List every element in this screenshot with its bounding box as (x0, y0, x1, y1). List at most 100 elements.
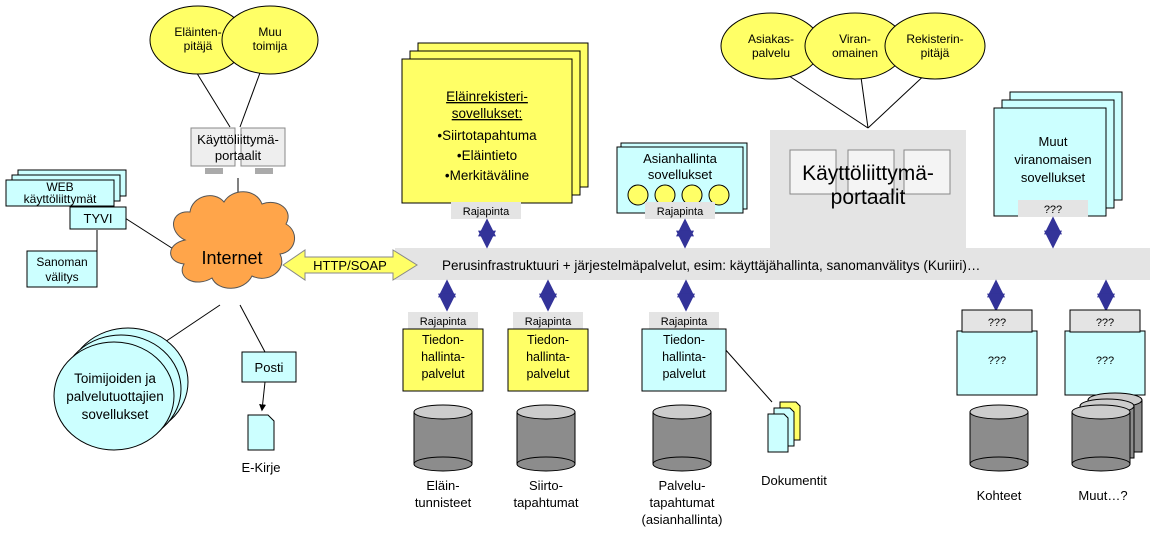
portal-right: Käyttöliittymä- portaalit (789, 149, 951, 209)
portal-left-line2: portaalit (215, 148, 262, 163)
ellipse-muu-toimija-line1: Muu (258, 25, 281, 39)
posti-label: Posti (255, 360, 284, 375)
unknown-box-2: ??? ??? (1064, 309, 1146, 396)
ellipse-elaintenpitaja-line2: pitäjä (184, 39, 213, 53)
ekirje-document-icon: E-Kirje (241, 414, 281, 475)
elainrekisteri-sovellukset: Eläinrekisteri- sovellukset: •Siirtotapa… (401, 42, 589, 219)
tiedonhallinta-1-line2: hallinta- (421, 350, 465, 364)
db-label-siirto-2: tapahtumat (513, 495, 578, 510)
http-soap-label: HTTP/SOAP (313, 258, 387, 273)
ellipse-rekisterinpitaja-line2: pitäjä (921, 46, 950, 60)
ellipse-viranomainen: Viran- omainen (804, 12, 906, 80)
database-siirtotapahtumat (516, 404, 576, 472)
sanoman-line2: välitys (45, 270, 78, 284)
ellipse-rekisterinpitaja: Rekisterin- pitäjä (884, 12, 986, 80)
asianhallinta-rajapinta-tab (645, 202, 715, 219)
muut-viranomaisen-title3: sovellukset (1021, 170, 1086, 185)
ellipse-viranomainen-line2: omainen (832, 46, 878, 60)
tiedonhallinta-3-line1: Tiedon- (663, 333, 705, 347)
db-label-siirto-1: Siirto- (529, 478, 563, 493)
asianhallinta-title2: sovellukset (648, 167, 713, 182)
database-kohteet (969, 404, 1029, 472)
tyvi-box: TYVI (69, 206, 127, 230)
asianhallinta-title1: Asianhallinta (643, 151, 717, 166)
db-label-palvelu-2: tapahtumat (649, 495, 714, 510)
unknown-box-1-body: ??? (988, 355, 1006, 367)
unknown-box-2-tag: ??? (1096, 317, 1114, 329)
tiedonhallinta-1-rajapinta: Rajapinta (420, 316, 467, 328)
database-palvelutapahtumat (652, 404, 712, 472)
elainrekisteri-item1: •Siirtotapahtuma (437, 128, 537, 143)
database-elaintunnisteet (413, 404, 473, 472)
internet-label: Internet (201, 248, 262, 268)
unknown-box-1: ??? ??? (956, 309, 1038, 396)
ellipse-elaintenpitaja: Eläinten- pitäjä (149, 5, 247, 75)
tiedonhallinta-2-line1: Tiedon- (527, 333, 569, 347)
infrastructure-band-label: Perusinfrastruktuuri + järjestelmäpalvel… (442, 258, 980, 273)
dokumentit-label: Dokumentit (761, 473, 827, 488)
web-ui-line1: WEB (46, 180, 73, 194)
infrastructure-band (395, 248, 1150, 280)
web-ui-line2: käyttöliittymät (24, 192, 97, 206)
elainrekisteri-item3: •Merkitäväline (445, 168, 529, 183)
ellipse-viranomainen-line1: Viran- (839, 32, 871, 46)
tiedonhallinta-1: Rajapinta Tiedon- hallinta- palvelut (402, 312, 484, 392)
vertical-arrows (438, 216, 1115, 312)
db-label-palvelu-3: (asianhallinta) (642, 512, 723, 527)
internet-cloud: Internet (170, 191, 295, 289)
db-label-palvelu-1: Palvelu- (659, 478, 706, 493)
ellipse-elaintenpitaja-line1: Eläinten- (174, 25, 221, 39)
muut-viranomaisen-title2: viranomaisen (1014, 152, 1091, 167)
sanoman-line1: Sanoman (36, 255, 87, 269)
tiedonhallinta-2-rajapinta: Rajapinta (525, 316, 572, 328)
tiedonhallinta-1-line1: Tiedon- (422, 333, 464, 347)
portal-right-line2: portaalit (831, 186, 906, 209)
dokumentit-icon (767, 401, 801, 453)
posti-box: Posti (241, 351, 297, 383)
toimijoiden-line2: palvelutuottajien (66, 389, 164, 404)
muut-viranomaisen-tag: ??? (1044, 204, 1062, 216)
portal-right-line1: Käyttöliittymä- (802, 162, 934, 185)
tiedonhallinta-2-line2: hallinta- (526, 350, 570, 364)
tiedonhallinta-2: Rajapinta Tiedon- hallinta- palvelut (507, 312, 589, 392)
tiedonhallinta-3-line3: palvelut (662, 367, 706, 381)
unknown-box-2-body: ??? (1096, 355, 1114, 367)
unknown-box-1-tag: ??? (988, 317, 1006, 329)
sanoman-valitys-box: Sanoman välitys (26, 250, 98, 288)
muut-viranomaisen-title1: Muut (1039, 134, 1068, 149)
elainrekisteri-rajapinta-tab (451, 202, 521, 219)
tyvi-label: TYVI (84, 211, 113, 226)
elainrekisteri-item2: •Eläintieto (457, 148, 517, 163)
tiedonhallinta-3-line2: hallinta- (662, 350, 706, 364)
db-label-elain-1: Eläin- (426, 478, 459, 493)
portal-left-line1: Käyttöliittymä- (197, 132, 279, 147)
tiedonhallinta-3-rajapinta: Rajapinta (661, 316, 708, 328)
toimijoiden-line3: sovellukset (82, 407, 149, 422)
elainrekisteri-title2: sovellukset: (452, 106, 523, 121)
elainrekisteri-title1: Eläinrekisteri- (446, 89, 528, 104)
muut-viranomaisen-tag-box (1018, 200, 1088, 217)
ekirje-label: E-Kirje (241, 460, 280, 475)
ellipse-asiakaspalvelu-line2: palvelu (752, 46, 790, 60)
ellipse-asiakaspalvelu-line1: Asiakas- (748, 32, 794, 46)
db-label-kohteet: Kohteet (977, 488, 1022, 503)
ellipse-rekisterinpitaja-line1: Rekisterin- (906, 32, 963, 46)
db-label-elain-2: tunnisteet (415, 495, 472, 510)
asianhallinta-rajapinta: Rajapinta (657, 206, 704, 218)
elainrekisteri-rajapinta: Rajapinta (463, 206, 510, 218)
toimijoiden-line1: Toimijoiden ja (74, 371, 156, 386)
web-ui-box: WEB käyttöliittymät (5, 169, 127, 207)
ellipse-muu-toimija-line2: toimija (253, 39, 288, 53)
tiedonhallinta-1-line3: palvelut (421, 367, 465, 381)
tiedonhallinta-2-line3: palvelut (526, 367, 570, 381)
portal-left: Käyttöliittymä- portaalit (190, 127, 286, 174)
toimijoiden-sovellukset: Toimijoiden ja palvelutuottajien sovellu… (53, 327, 189, 451)
muut-viranomaisen-sovellukset: Muut viranomaisen sovellukset ??? (993, 91, 1123, 217)
http-soap-arrow: HTTP/SOAP (282, 249, 418, 281)
database-muut (1071, 392, 1143, 472)
tiedonhallinta-3: Rajapinta Tiedon- hallinta- palvelut (641, 312, 727, 392)
ellipse-muu-toimija: Muu toimija (221, 5, 319, 75)
db-label-muut: Muut…? (1078, 488, 1127, 503)
asianhallinta-sovellukset: Asianhallinta sovellukset Rajapinta (616, 142, 748, 219)
